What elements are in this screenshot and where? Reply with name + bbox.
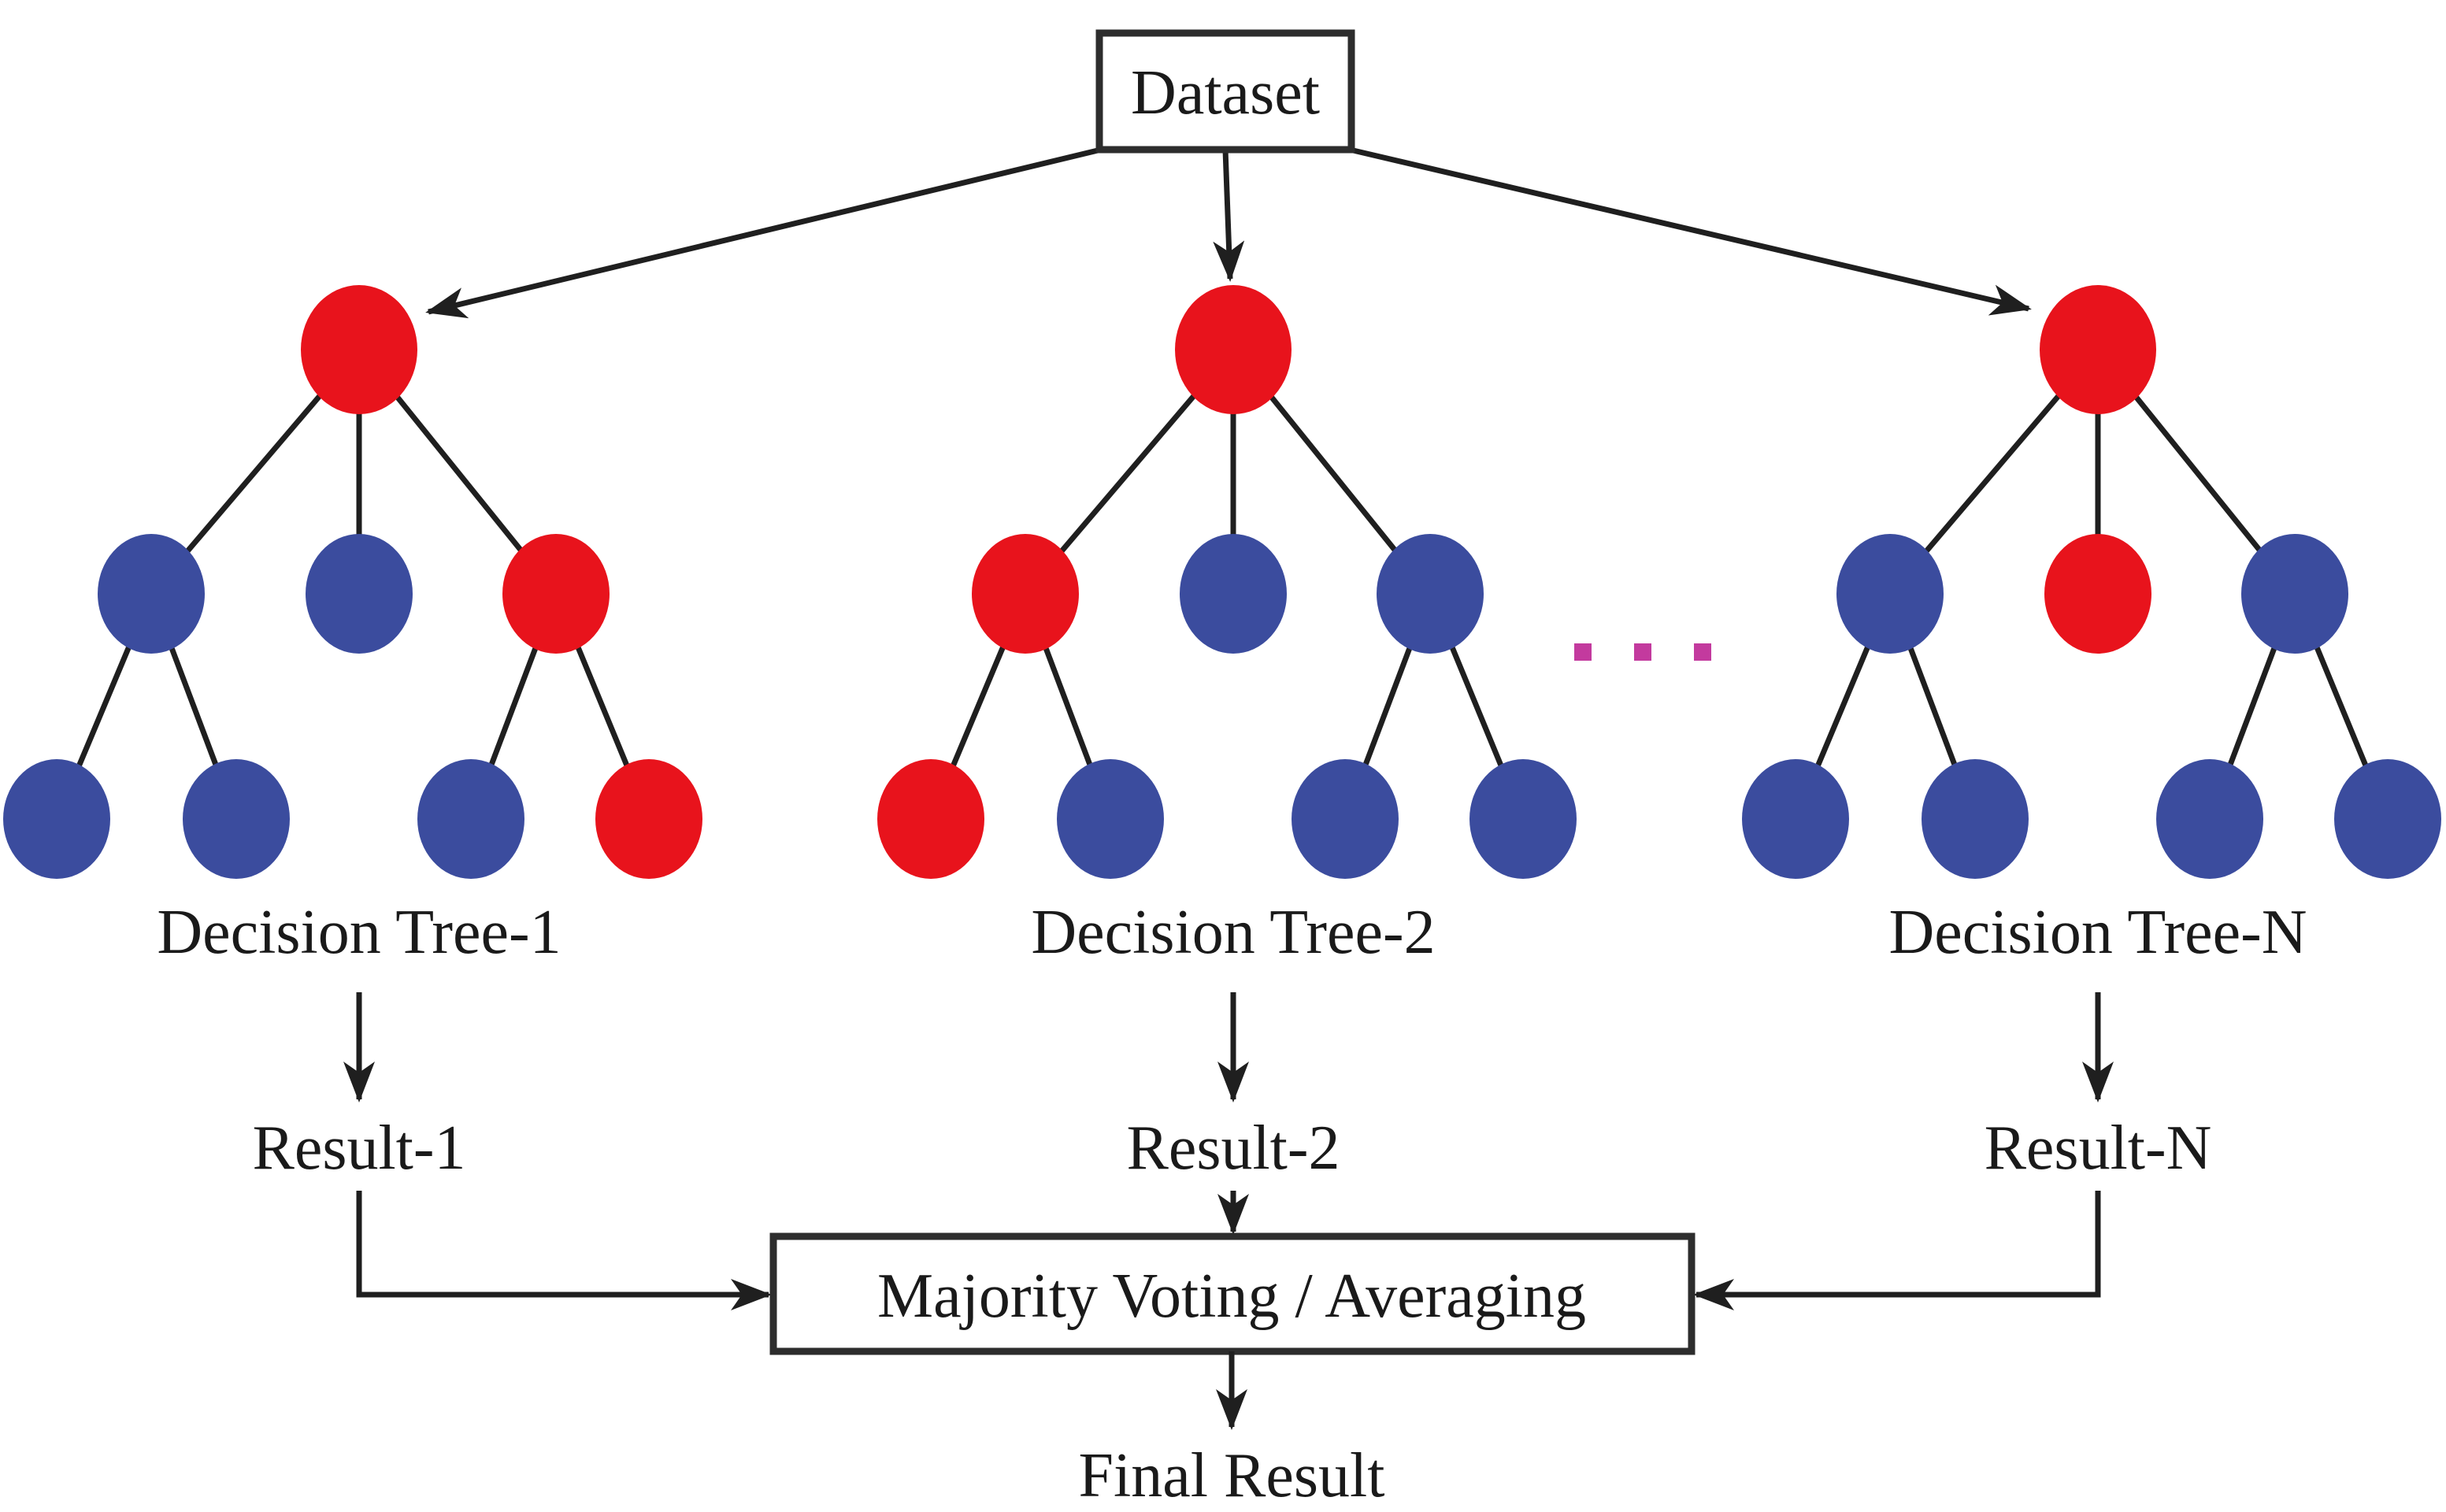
tree-N-middle-node-blue: [1836, 534, 1944, 654]
tree-1-label: Decision Tree-1: [157, 898, 561, 967]
tree-2-result-label: Result-2: [1126, 1114, 1340, 1183]
ellipsis-dot: [1634, 643, 1651, 661]
tree-2-leaf-node-blue: [1469, 759, 1577, 879]
tree-1-leaf-node-blue: [417, 759, 524, 879]
tree-1-root-node-red: [301, 285, 417, 414]
tree-N-result-label: Result-N: [1985, 1114, 2212, 1183]
tree-N-leaf-node-blue: [2334, 759, 2441, 879]
tree-2-middle-node-red: [972, 534, 1079, 654]
tree-1-middle-node-blue: [306, 534, 413, 654]
dataset-label: Dataset: [1131, 58, 1320, 128]
dataset-box: [1095, 29, 1355, 154]
tree-2-leaf-node-blue: [1057, 759, 1164, 879]
ellipsis-dots: [1574, 643, 1711, 661]
ellipsis-dot: [1574, 643, 1592, 661]
tree-1-leaf-node-red: [595, 759, 702, 879]
dataset-to-tree-N-arrow: [1349, 146, 2032, 316]
final-result-label: Final Result: [1079, 1441, 1385, 1510]
tree-2-label: Decision Tree-2: [1031, 898, 1435, 967]
dataset-to-tree-1-arrow: [425, 146, 1102, 319]
tree-2-middle-node-blue: [1180, 534, 1287, 654]
tree-1-leaf-node-blue: [183, 759, 290, 879]
tree-2-root-node-red: [1175, 285, 1292, 414]
tree-2-middle-node-blue: [1377, 534, 1484, 654]
tree-N-root-node-red: [2040, 285, 2156, 414]
tree-1-middle-node-red: [502, 534, 610, 654]
tree-N-leaf-node-blue: [2156, 759, 2263, 879]
tree-1-result-label: Result-1: [252, 1114, 465, 1183]
tree-2-leaf-node-blue: [1292, 759, 1399, 879]
dataset-to-tree-2-arrow: [1213, 149, 1245, 282]
tree-1-middle-node-blue: [98, 534, 205, 654]
ellipsis-dot: [1694, 643, 1711, 661]
tree-1-leaf-node-blue: [3, 759, 110, 879]
tree-N-middle-node-blue: [2241, 534, 2348, 654]
tree-2-leaf-node-red: [877, 759, 984, 879]
tree-N-leaf-node-blue: [1922, 759, 2029, 879]
tree-N-leaf-node-blue: [1742, 759, 1849, 879]
tree-N-result-to-voting-arrow: [1693, 1191, 2101, 1310]
tree-N-middle-node-red: [2044, 534, 2151, 654]
majority-voting-label: Majority Voting / Averaging: [877, 1262, 1586, 1331]
tree-N-label: Decision Tree-N: [1888, 898, 2307, 967]
tree-N: Decision Tree-N Result-N: [1349, 146, 2441, 1310]
tree-1-result-to-voting-arrow: [356, 1191, 772, 1310]
